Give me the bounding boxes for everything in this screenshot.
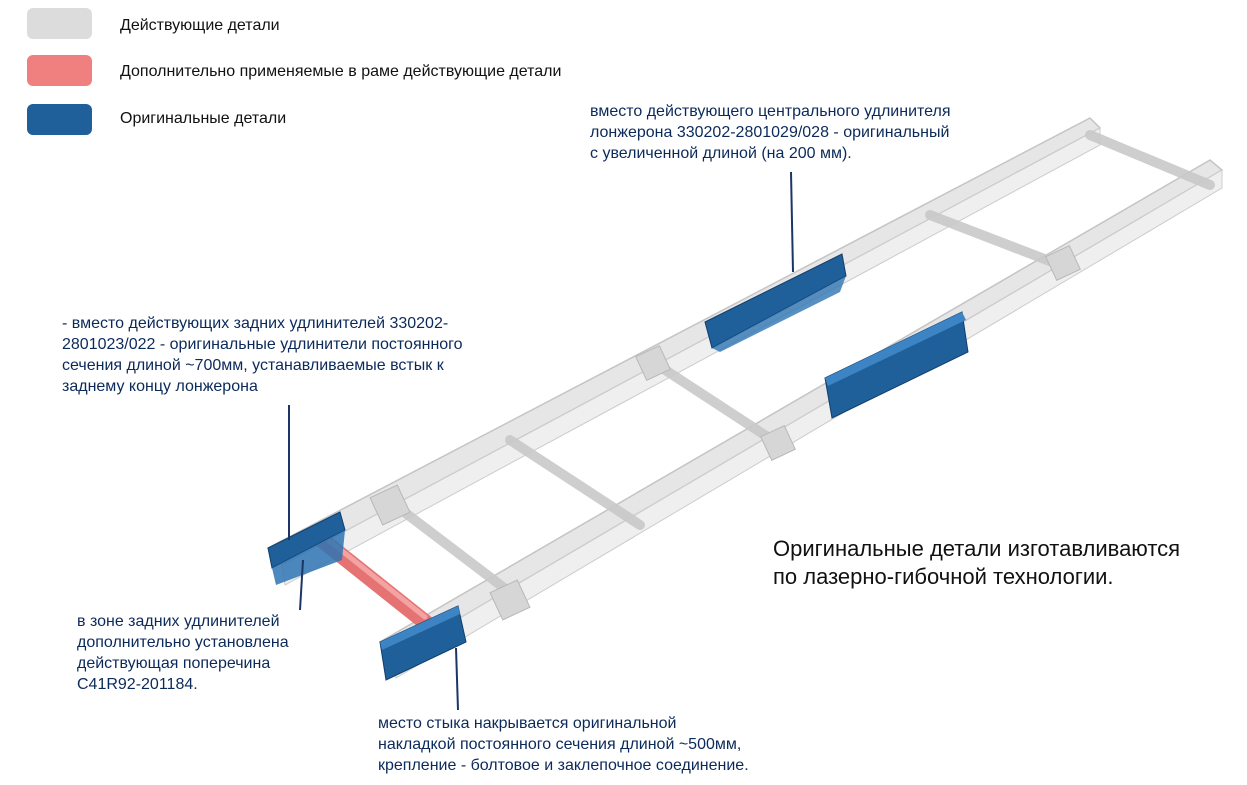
note-line: по лазерно-гибочной технологии. [773,564,1114,589]
legend-swatch-original [27,104,92,135]
callout-line: вместо действующего центрального удлинит… [590,103,951,120]
callout-crossmember: в зоне задних удлинителей дополнительно … [77,611,289,695]
callout-joint: место стыка накрывается оригинальной нак… [378,713,749,776]
note-line: Оригинальные детали изготавливаются [773,536,1181,561]
legend-label-existing: Действующие детали [120,17,280,34]
original-parts [267,253,969,681]
legend-swatch-additional [27,55,92,86]
callout-line: с увеличенной длиной (на 200 мм). [590,145,852,162]
callout-line: заднему концу лонжерона [62,378,258,395]
frame-brackets [369,245,1081,621]
callout-line: лонжерона 330202-2801029/028 - оригиналь… [590,124,950,141]
callout-rear-extensions: - вместо действующих задних удлинителей … [62,313,463,397]
callout-line: место стыка накрывается оригинальной [378,715,677,732]
callout-center-extension: вместо действующего центрального удлинит… [590,101,951,164]
center-extension-left [704,253,847,349]
leader-lines [288,171,794,711]
cross-members [390,130,1215,605]
legend-label-additional: Дополнительно применяемые в раме действу… [120,63,562,80]
callout-line: в зоне задних удлинителей [77,613,280,630]
legend-swatch-existing [27,8,92,39]
callout-line: 2801023/022 - оригинальные удлинители по… [62,336,463,353]
technology-note: Оригинальные детали изготавливаются по л… [773,535,1180,591]
legend-label-original: Оригинальные детали [120,110,287,127]
callout-line: накладкой постоянного сечения длиной ~50… [378,736,742,753]
callout-line: крепление - болтовое и заклепочное соеди… [378,757,749,774]
callout-line: дополнительно установлена [77,634,289,651]
center-extension-right [824,311,969,419]
callout-line: - вместо действующих задних удлинителей … [62,315,449,332]
callout-line: действующая поперечина [77,655,271,672]
callout-line: С41R92-201184. [77,676,198,693]
callout-line: сечения длиной ~700мм, устанавливаемые в… [62,357,444,374]
side-rails [266,117,1224,679]
